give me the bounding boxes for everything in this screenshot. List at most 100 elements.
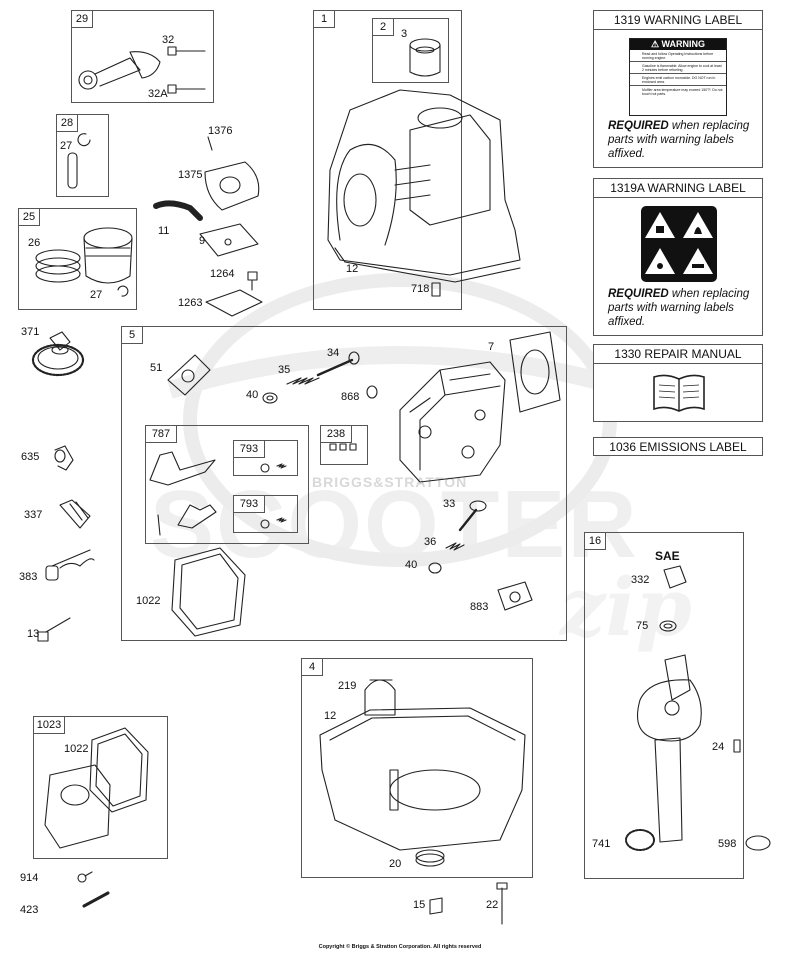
group-number: 2 <box>373 19 394 36</box>
callout-7: 7 <box>488 341 495 353</box>
oil-sump-icon <box>319 679 526 925</box>
callout-51: 51 <box>150 362 163 374</box>
callout-12: 12 <box>346 263 359 275</box>
callout-15: 15 <box>413 899 426 911</box>
callout-1376: 1376 <box>208 125 233 137</box>
callout-33: 33 <box>443 498 456 510</box>
group-box-5: 5 <box>121 326 567 641</box>
group-number: 787 <box>146 426 177 443</box>
panel-1330-repair-manual: 1330 REPAIR MANUAL <box>593 344 763 422</box>
callout-32: 32 <box>162 34 175 46</box>
hazard-pictogram-icon <box>641 206 717 282</box>
crankshaft-icon <box>625 565 771 851</box>
governor-gear-icon <box>31 331 85 377</box>
exhaust-valve-icon <box>428 500 487 574</box>
panel-1319-warning-label: 1319 WARNING LABEL ⚠ WARNING Read and fo… <box>593 10 763 168</box>
panel-title: 1330 REPAIR MANUAL <box>594 345 762 364</box>
group-box-4: 4 <box>301 658 533 878</box>
callout-1022: 1022 <box>64 743 89 755</box>
warning-line: Read and follow Operating Instructions b… <box>630 50 726 62</box>
cylinder-head-icon <box>399 361 506 483</box>
group-number: 28 <box>57 115 78 132</box>
callout-332: 332 <box>631 574 650 586</box>
callout-27: 27 <box>60 140 73 152</box>
group-number: 16 <box>585 533 606 550</box>
warning-decal: ⚠ WARNING Read and follow Operating Inst… <box>629 38 727 116</box>
watermark-brand: BRIGGS&STRATTON <box>312 474 468 490</box>
callout-883: 883 <box>470 601 489 613</box>
callout-383: 383 <box>19 571 38 583</box>
callout-371: 371 <box>21 326 40 338</box>
group-number: 25 <box>19 209 40 226</box>
callout-40: 40 <box>246 389 259 401</box>
callout-12: 12 <box>324 710 337 722</box>
seal-icon <box>409 38 441 77</box>
callout-1264: 1264 <box>210 268 235 280</box>
callout-35: 35 <box>278 364 291 376</box>
required-note: REQUIRED when replacing <box>608 120 750 132</box>
callout-34: 34 <box>327 347 340 359</box>
group-box-2: 2 <box>372 18 449 83</box>
panel-title: 1319A WARNING LABEL <box>594 179 762 198</box>
group-box-16: 16 <box>584 532 744 879</box>
callout-1263: 1263 <box>178 297 203 309</box>
group-number: 793 <box>234 496 265 513</box>
callout-75: 75 <box>636 620 649 632</box>
callout-423: 423 <box>20 904 39 916</box>
piston-pin-icon <box>67 133 91 189</box>
valve-cover-icon <box>44 727 149 908</box>
required-note-line3: affixed. <box>608 316 646 328</box>
watermark-zip: zip <box>560 560 692 654</box>
fitting-icon <box>54 445 74 471</box>
callout-741: 741 <box>592 838 611 850</box>
group-box-1023: 1023 <box>33 716 168 859</box>
connecting-rod-icon <box>78 46 206 94</box>
required-note-line3: affixed. <box>608 148 646 160</box>
callout-598: 598 <box>718 838 737 850</box>
callout-27: 27 <box>90 289 103 301</box>
gasket-icon <box>167 331 561 637</box>
callout-11: 11 <box>158 225 170 237</box>
group-box-28: 28 <box>56 114 109 197</box>
callout-13: 13 <box>27 628 40 640</box>
callout-3: 3 <box>401 28 408 40</box>
warning-line: Engines emit carbon monoxide. DO NOT run… <box>630 74 726 86</box>
callout-1022: 1022 <box>136 595 161 607</box>
callout-20: 20 <box>389 858 402 870</box>
group-number: 29 <box>72 11 93 28</box>
required-note-line2: parts with warning labels <box>608 302 734 314</box>
callout-24: 24 <box>712 741 725 753</box>
valve-spring-icon <box>262 351 378 404</box>
group-number: 4 <box>302 659 323 676</box>
callout-22: 22 <box>486 899 499 911</box>
callout-sae: SAE <box>655 549 680 563</box>
callout-914: 914 <box>20 872 39 884</box>
group-box-787: 787 <box>145 425 309 544</box>
panel-1319a-warning-label: 1319A WARNING LABEL REQUIRED when replac… <box>593 178 763 336</box>
callout-26: 26 <box>28 237 41 249</box>
callout-337: 337 <box>24 509 43 521</box>
callout-219: 219 <box>338 680 357 692</box>
group-box-29: 29 <box>71 10 214 103</box>
callout-635: 635 <box>21 451 40 463</box>
group-number: 1 <box>314 11 335 28</box>
group-number: 1023 <box>34 717 65 734</box>
group-box-793-upper: 793 <box>233 440 298 476</box>
required-note: REQUIRED when replacing <box>608 288 750 300</box>
panel-title: 1319 WARNING LABEL <box>594 11 762 30</box>
group-box-793-lower: 793 <box>233 495 298 533</box>
book-icon <box>653 374 705 412</box>
group-number: 793 <box>234 441 265 458</box>
crankcase-icon <box>327 89 521 297</box>
warning-line: Muffler area temperature may exceed 150°… <box>642 88 723 96</box>
callout-9: 9 <box>199 235 206 247</box>
copyright-notice: Copyright © Briggs & Stratton Corporatio… <box>318 944 482 950</box>
piston-icon <box>35 227 133 297</box>
callout-36: 36 <box>424 536 437 548</box>
group-number: 238 <box>321 426 352 443</box>
breather-cover-icon <box>153 136 263 317</box>
callout-718: 718 <box>411 283 430 295</box>
callout-32a: 32A <box>148 88 168 100</box>
callout-1375: 1375 <box>178 169 203 181</box>
